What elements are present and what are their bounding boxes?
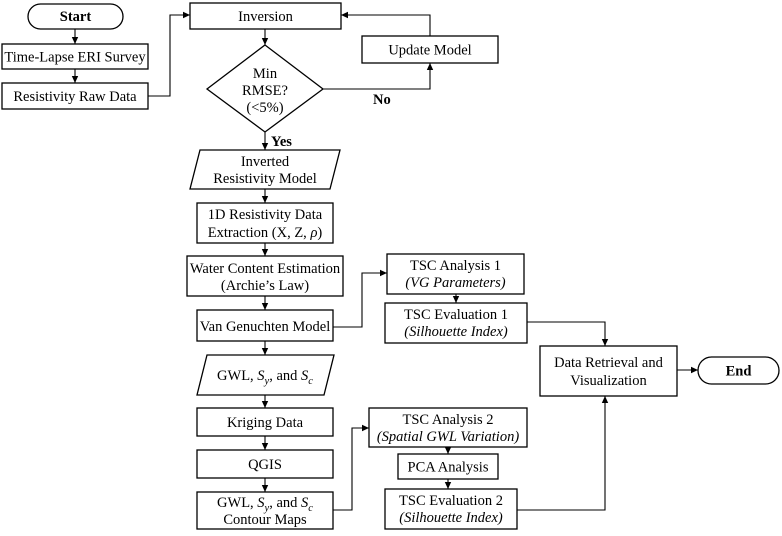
survey-node: Time-Lapse ERI Survey [1,43,149,70]
tsc-analysis-1-line-1: TSC Analysis 1 [410,258,501,274]
edges [71,11,698,511]
sc-subscript: c [308,376,313,387]
decision-line-3: (<5%) [246,100,283,116]
contour-sy-symbol: S [257,495,265,511]
contour-sc-subscript: c [308,503,313,514]
end-label: End [726,364,752,380]
rmse-decision-node: Min RMSE? (<5%) [205,44,325,133]
tsc-analysis-2-node: TSC Analysis 2 (Spatial GWL Variation) [368,407,528,448]
survey-label: Time-Lapse ERI Survey [4,50,146,66]
inverted-model-line-2: Resistivity Model [213,171,317,187]
tsc-evaluation-2-node: TSC Evaluation 2 (Silhouette Index) [384,488,518,530]
contour-line-1: GWL, Sy, and Sc [217,495,313,514]
inversion-label: Inversion [238,9,294,25]
contour-maps-node: GWL, Sy, and Sc Contour Maps [196,491,334,530]
tsc-analysis-2-line-1: TSC Analysis 2 [402,412,493,428]
inverted-model-node: Inverted Resistivity Model [189,149,341,190]
pca-node: PCA Analysis [397,453,499,480]
extraction-line-1: 1D Resistivity Data [208,207,323,223]
decision-line-1: Min [253,66,278,82]
tsc-analysis-1-line-2: (VG Parameters) [405,275,505,291]
gwl-params-label: GWL, Sy, and Sc [217,368,313,387]
contour-gwl-text: GWL, [217,495,257,511]
raw-data-node: Resistivity Raw Data [1,82,149,110]
tsc-evaluation-1-line-1: TSC Evaluation 1 [404,307,508,323]
tsc-evaluation-1-node: TSC Evaluation 1 (Silhouette Index) [384,302,528,344]
end-node: End [697,356,780,385]
edge-eval1-retrieval [527,321,609,346]
start-node: Start [27,3,124,30]
data-retrieval-line-2: Visualization [570,373,647,389]
sy-subscript: y [264,376,270,387]
sc-symbol: S [301,368,309,384]
decision-line-2: RMSE? [242,83,288,99]
van-genuchten-label: Van Genuchten Model [200,319,330,335]
kriging-node: Kriging Data [196,407,334,437]
qgis-node: QGIS [196,449,334,479]
data-retrieval-node: Data Retrieval and Visualization [539,345,678,397]
data-retrieval-line-1: Data Retrieval and [554,355,663,371]
gwl-text: GWL, [217,368,257,384]
extraction-prefix: Extraction (X, Z, [208,225,311,241]
water-content-node: Water Content Estimation (Archie’s Law) [186,255,344,297]
no-label: No [373,92,391,108]
edge-raw-inversion [148,11,190,97]
sy-symbol: S [257,368,265,384]
water-content-line-1: Water Content Estimation [190,261,341,277]
gwl-params-node: GWL, Sy, and Sc [196,354,335,396]
tsc-evaluation-2-line-1: TSC Evaluation 2 [399,493,503,509]
start-label: Start [60,9,92,25]
contour-sc-symbol: S [301,495,309,511]
extraction-node: 1D Resistivity Data Extraction (X, Z, ρ) [196,202,334,244]
qgis-label: QGIS [248,457,282,473]
edge-contour-tsc2 [333,424,369,511]
edge-vg-tsc1 [333,269,387,328]
water-content-line-2: (Archie’s Law) [221,278,309,294]
inversion-node: Inversion [189,2,342,30]
and-text: , and [269,368,301,384]
kriging-label: Kriging Data [227,415,304,431]
contour-sy-subscript: y [264,503,270,514]
raw-data-label: Resistivity Raw Data [13,89,137,105]
update-model-label: Update Model [388,43,471,59]
van-genuchten-node: Van Genuchten Model [196,309,334,342]
tsc-evaluation-2-line-2: (Silhouette Index) [399,510,503,526]
inverted-model-line-1: Inverted [241,154,290,170]
extraction-line-2: Extraction (X, Z, ρ) [208,225,323,241]
edge-eval2-retrieval [517,396,609,511]
yes-label: Yes [271,134,292,150]
rho-symbol: ρ [309,225,317,241]
extraction-suffix: ) [317,225,322,241]
pca-label: PCA Analysis [408,460,489,476]
edge-update-inversion [341,11,431,36]
contour-and-text: , and [269,495,301,511]
edge-decision-update [323,63,434,90]
tsc-analysis-1-node: TSC Analysis 1 (VG Parameters) [386,253,525,295]
update-model-node: Update Model [361,35,499,64]
tsc-analysis-2-line-2: (Spatial GWL Variation) [377,429,519,445]
tsc-evaluation-1-line-2: (Silhouette Index) [404,324,508,340]
contour-line-2: Contour Maps [223,512,307,528]
